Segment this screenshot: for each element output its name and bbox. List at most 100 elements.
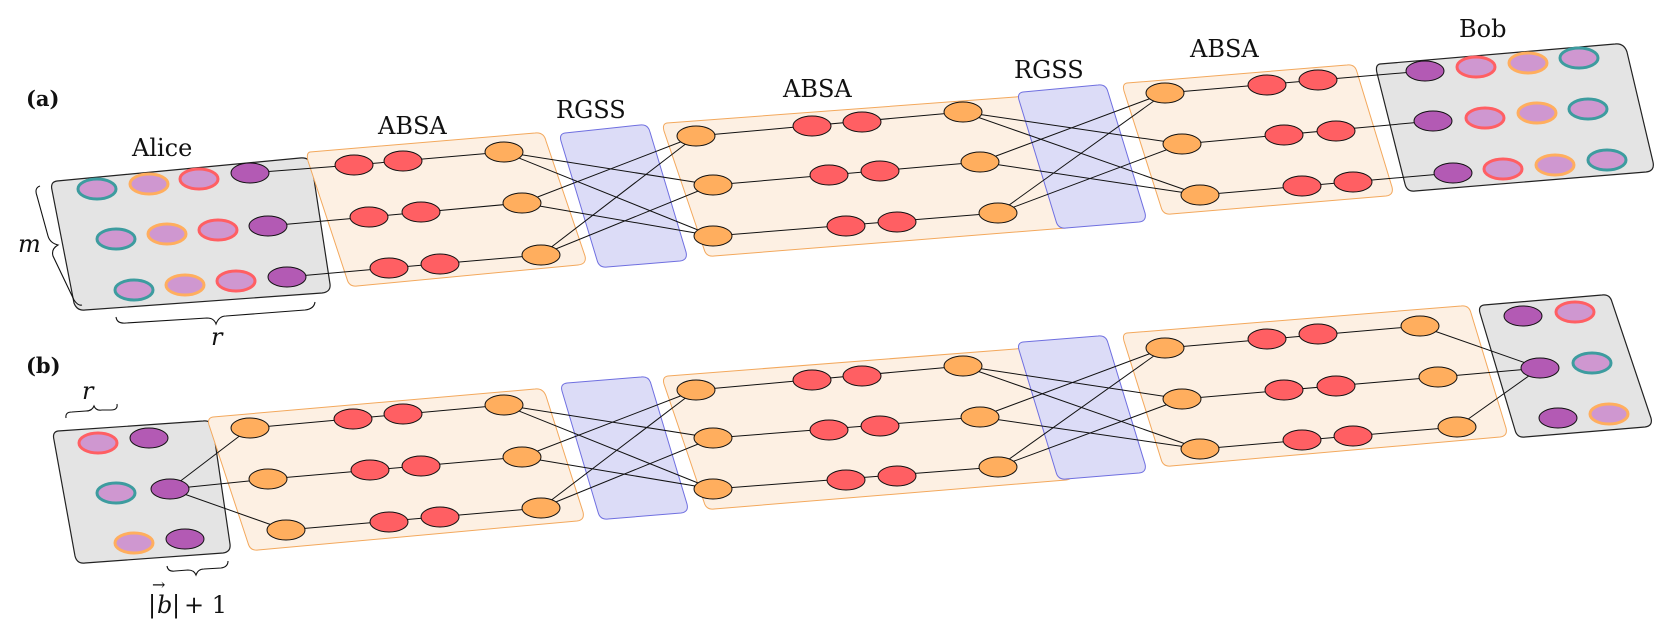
bob-qubit-purple	[1413, 110, 1453, 132]
rgss-panel-b1	[561, 376, 688, 520]
bob-nodes-a	[1405, 46, 1628, 184]
station-node	[1180, 184, 1220, 206]
repeater-node	[1298, 323, 1338, 345]
alice-qubit-purple	[230, 162, 270, 184]
bob-qubit-purple	[1405, 60, 1445, 82]
alice-qubit-orange	[146, 222, 188, 246]
bob-qubit-teal	[1558, 46, 1600, 70]
absa-label-a1: ABSA	[377, 112, 447, 140]
repeater-node	[1298, 69, 1338, 91]
absa-nodes-b3	[1145, 315, 1477, 460]
repeater-node	[1264, 124, 1304, 146]
plus-one-text: + 1	[184, 591, 227, 619]
alice-nodes-b	[77, 427, 205, 555]
absa-panel-a3	[1122, 64, 1393, 215]
repeater-node	[1247, 328, 1287, 350]
station-node	[1180, 438, 1220, 460]
station-node	[676, 379, 716, 401]
alice-qubit-teal	[76, 177, 118, 201]
repeater-node	[809, 164, 849, 186]
alice-qubit-red	[197, 218, 239, 242]
absa-panel-b1	[208, 388, 584, 551]
alice-label: Alice	[131, 134, 192, 162]
bob-qubit-teal	[1567, 97, 1609, 121]
absa-label-a3: ABSA	[1189, 35, 1259, 63]
alice-qubit-teal	[95, 481, 137, 505]
repeater-node	[792, 115, 832, 137]
alice-qubit-purple	[129, 427, 169, 449]
station-node	[1162, 133, 1202, 155]
alice-qubit-purple	[248, 215, 288, 237]
repeater-node	[842, 111, 882, 133]
station-node	[1145, 337, 1185, 359]
alice-qubit-orange	[164, 273, 206, 297]
absa-panel-b3	[1122, 305, 1507, 467]
bob-qubit-purple	[1433, 162, 1473, 184]
station-node	[693, 225, 733, 247]
repeater-node	[877, 465, 917, 487]
alice-qubit-orange	[113, 531, 155, 555]
repeater-node	[860, 160, 900, 182]
bob-qubit-red	[1482, 157, 1524, 181]
absa-nodes-a1	[334, 141, 561, 279]
alice-qubit-red	[215, 269, 257, 293]
station-node	[1145, 82, 1185, 104]
repeater-node	[333, 408, 373, 430]
station-node	[502, 446, 542, 468]
alice-qubit-teal	[113, 278, 155, 302]
repeater-node	[809, 419, 849, 441]
repeater-node	[877, 211, 917, 233]
bob-nodes-b	[1503, 300, 1630, 429]
station-node	[960, 151, 1000, 173]
bob-qubit-teal	[1586, 148, 1628, 172]
bob-qubit-red	[1464, 106, 1506, 130]
bob-qubit-red	[1554, 300, 1596, 324]
vector-arrow: →	[152, 575, 165, 594]
repeater-node	[349, 206, 389, 228]
station-node	[484, 394, 524, 416]
station-node	[1400, 315, 1440, 337]
alice-qubit-purple	[267, 266, 307, 288]
station-node	[693, 427, 733, 449]
bob-label: Bob	[1459, 15, 1506, 43]
repeater-node	[842, 365, 882, 387]
repeater-node	[1247, 74, 1287, 96]
repeater-node	[1282, 429, 1322, 451]
station-node	[502, 192, 542, 214]
bob-qubit-red	[1455, 55, 1497, 79]
b-plus-one-label: | b → | + 1	[148, 575, 227, 620]
r-label-a: r	[211, 323, 224, 351]
panel-b-label: (b)	[26, 353, 61, 378]
alice-nodes-a	[76, 162, 307, 302]
repeater-node	[826, 469, 866, 491]
rgss-label-a1: RGSS	[556, 96, 626, 124]
station-node	[693, 174, 733, 196]
station-node	[960, 406, 1000, 428]
station-node	[521, 497, 561, 519]
m-brace	[35, 185, 83, 306]
repeater-node	[1316, 120, 1356, 142]
station-node	[1418, 366, 1458, 388]
station-node	[521, 244, 561, 266]
station-node	[266, 519, 306, 541]
b-plus-one-brace	[166, 560, 229, 577]
alice-qubit-teal	[95, 227, 137, 251]
bob-qubit-orange	[1588, 402, 1630, 426]
station-node	[676, 125, 716, 147]
bob-qubit-orange	[1534, 153, 1576, 177]
r-brace-b	[65, 403, 118, 419]
station-node	[693, 478, 733, 500]
repeater-node	[792, 369, 832, 391]
r-brace-a	[115, 301, 316, 326]
station-node	[248, 468, 288, 490]
rgss-label-a2: RGSS	[1014, 56, 1084, 84]
station-node	[1437, 416, 1477, 438]
repeater-node	[1282, 175, 1322, 197]
absa-nodes-b2	[676, 355, 1018, 500]
repeater-node	[826, 215, 866, 237]
bob-qubit-orange	[1507, 51, 1549, 75]
absa-nodes-a3	[1145, 69, 1373, 206]
repeater-node	[420, 506, 460, 528]
alice-qubit-orange	[128, 172, 170, 196]
